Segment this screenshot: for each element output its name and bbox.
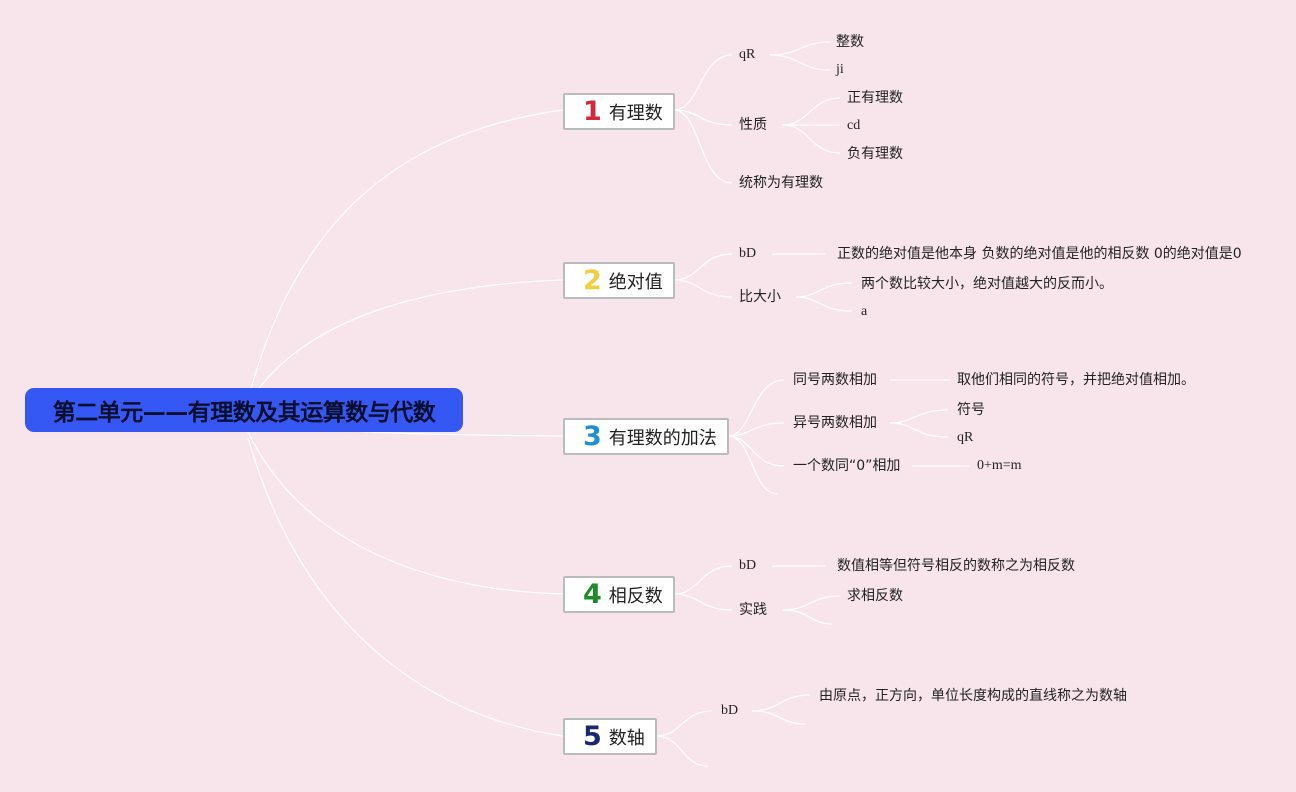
subtopic-negative-rational[interactable]: 负有理数: [847, 146, 903, 162]
subtopic-cd[interactable]: cd: [847, 118, 861, 133]
subtopic-opposite-definition[interactable]: 数值相等但符号相反的数称之为相反数: [837, 558, 1075, 574]
number-1-icon: 1: [583, 96, 602, 127]
subtopic-collective-name[interactable]: 统称为有理数: [739, 175, 823, 191]
number-5-icon: 5: [583, 721, 602, 752]
subtopic-positive-rational[interactable]: 正有理数: [847, 90, 903, 106]
subtopic-compare-rule[interactable]: 两个数比较大小，绝对值越大的反而小。: [861, 276, 1113, 292]
subtopic-integer[interactable]: 整数: [836, 34, 864, 50]
subtopic-absolute-definition[interactable]: 正数的绝对值是他本身 负数的绝对值是他的相反数 0的绝对值是0: [837, 246, 1242, 262]
subtopic-bd[interactable]: bD: [739, 246, 757, 261]
subtopic-bd[interactable]: bD: [721, 703, 739, 718]
subtopic-find-opposite[interactable]: 求相反数: [847, 588, 903, 604]
subtopic-number-line-definition[interactable]: 由原点，正方向，单位长度构成的直线称之为数轴: [819, 688, 1127, 704]
subtopic-compare[interactable]: 比大小: [739, 289, 781, 305]
subtopic-zero-rule[interactable]: 0+m=m: [977, 458, 1022, 473]
subtopic-a[interactable]: a: [861, 304, 868, 319]
topic-rational-numbers[interactable]: 1 有理数: [563, 93, 675, 130]
subtopic-qr[interactable]: qR: [957, 430, 974, 445]
subtopic-sign[interactable]: 符号: [957, 402, 985, 418]
number-3-icon: 3: [583, 421, 602, 452]
topic-label: 有理数: [608, 102, 663, 124]
subtopic-same-sign[interactable]: 同号两数相加: [793, 372, 877, 388]
number-4-icon: 4: [583, 579, 602, 610]
topic-absolute-value[interactable]: 2 绝对值: [563, 262, 675, 299]
topic-number-line[interactable]: 5 数轴: [563, 718, 657, 755]
subtopic-different-sign[interactable]: 异号两数相加: [793, 415, 877, 431]
central-topic[interactable]: 第二单元——有理数及其运算数与代数: [25, 388, 463, 432]
subtopic-practice[interactable]: 实践: [739, 602, 767, 618]
topic-opposite-numbers[interactable]: 4 相反数: [563, 576, 675, 613]
topic-label: 有理数的加法: [608, 427, 717, 449]
number-2-icon: 2: [583, 265, 602, 296]
subtopic-bd[interactable]: bD: [739, 558, 757, 573]
topic-label: 绝对值: [608, 271, 663, 293]
subtopic-property[interactable]: 性质: [739, 117, 767, 133]
subtopic-with-zero[interactable]: 一个数同“0”相加: [793, 458, 901, 474]
subtopic-same-sign-rule[interactable]: 取他们相同的符号，并把绝对值相加。: [957, 372, 1195, 388]
subtopic-qr[interactable]: qR: [739, 47, 756, 62]
subtopic-ji[interactable]: ji: [836, 62, 844, 77]
topic-label: 数轴: [608, 727, 645, 749]
topic-addition[interactable]: 3 有理数的加法: [563, 418, 729, 455]
topic-label: 相反数: [608, 585, 663, 607]
central-topic-label: 第二单元——有理数及其运算数与代数: [52, 400, 436, 426]
